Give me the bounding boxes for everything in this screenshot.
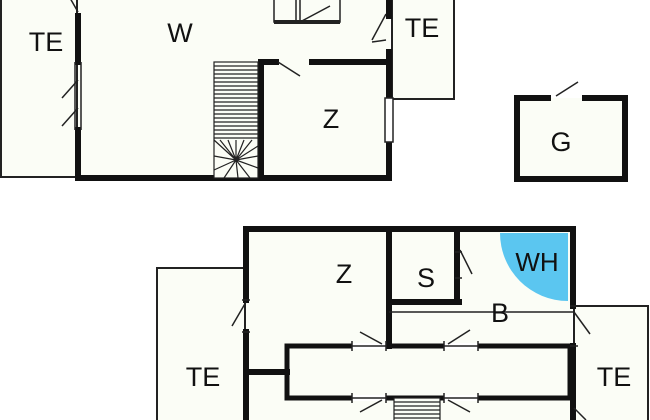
door-garage (555, 81, 579, 97)
lower-walls (243, 226, 576, 420)
upper-floor: TE W TE Z (0, 0, 455, 181)
staircase-lower (393, 397, 441, 420)
lower-doors (231, 249, 591, 420)
label-water-heater: WH (515, 247, 558, 277)
lower-floor: Z S B WH TE TE (156, 226, 649, 420)
label-terrace-east-upper: TE (405, 13, 440, 43)
staircase-upper (213, 61, 259, 179)
terrace-east-upper (391, 0, 455, 100)
label-terrace-east-lower: TE (597, 362, 632, 392)
top-openings (273, 0, 387, 43)
window-east-bedroom (384, 97, 394, 143)
label-bathroom: B (491, 298, 509, 328)
door-bedroom-upper (277, 61, 301, 77)
label-living-room: W (167, 18, 193, 48)
label-garage: G (550, 127, 571, 157)
label-terrace-west-lower: TE (186, 362, 221, 392)
terrace-west-upper (0, 0, 78, 178)
terrace-east-lower (573, 305, 649, 420)
water-heater-shape (500, 233, 568, 301)
label-bedroom-lower: Z (336, 259, 353, 289)
corridor (284, 343, 573, 401)
garage: G (514, 81, 628, 182)
terrace-west-lower (156, 267, 246, 420)
door-west-terrace (61, 0, 82, 130)
label-terrace-west-upper: TE (29, 27, 64, 57)
label-bedroom-upper: Z (323, 104, 340, 134)
label-shower: S (417, 263, 435, 293)
